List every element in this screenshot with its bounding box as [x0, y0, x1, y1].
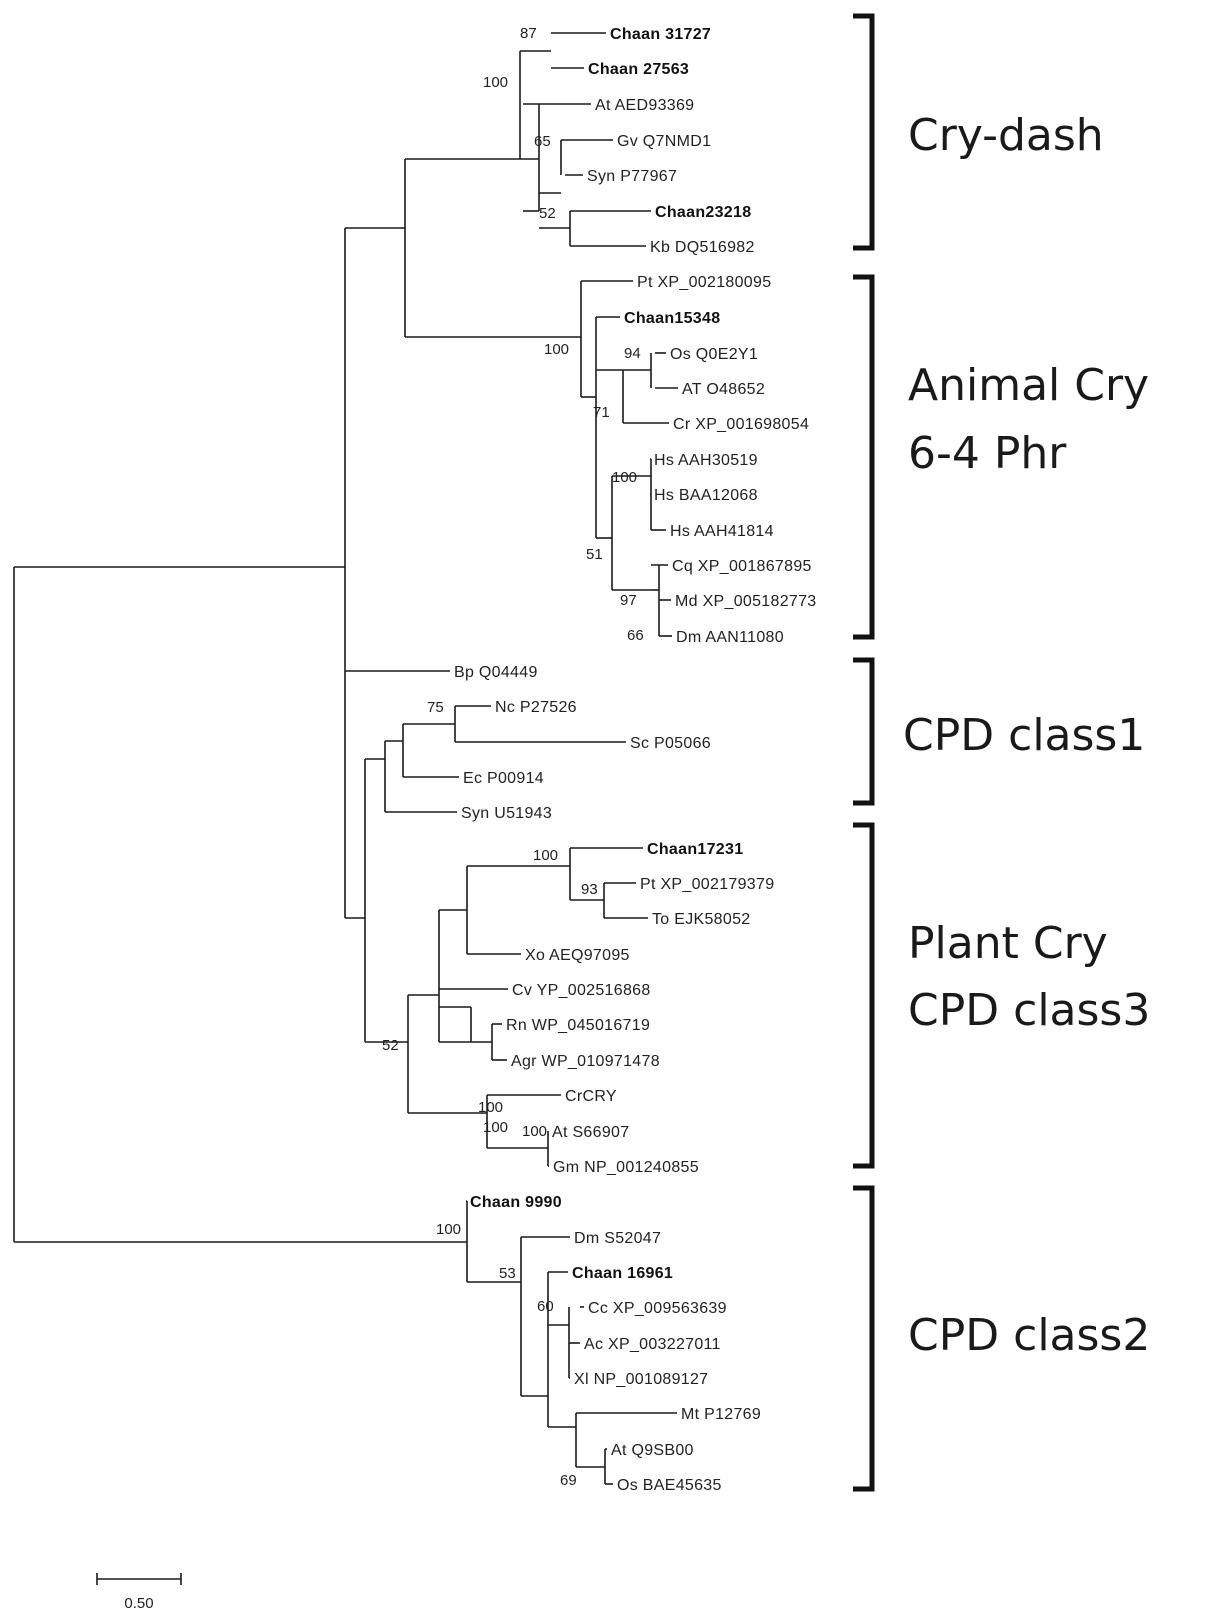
taxon-label: Ec P00914 — [463, 770, 544, 787]
taxon-label: Cr XP_001698054 — [673, 416, 809, 433]
taxon-label: AT O48652 — [682, 381, 765, 398]
clade-bracket — [853, 657, 875, 806]
clade-label: CPD class3 — [908, 985, 1150, 1036]
clade-label: CPD class1 — [903, 710, 1145, 761]
taxon-label: Gm NP_001240855 — [553, 1159, 699, 1176]
taxon-label: Sc P05066 — [630, 735, 711, 752]
taxon-label: Xo AEQ97095 — [525, 947, 630, 964]
bootstrap-value: 52 — [539, 205, 556, 222]
bootstrap-value: 94 — [624, 345, 641, 362]
bootstrap-value: 100 — [544, 341, 569, 358]
taxon-label: Chaan23218 — [655, 204, 751, 221]
taxon-label: Xl NP_001089127 — [574, 1371, 708, 1388]
taxon-label: Chaan17231 — [647, 841, 743, 858]
taxon-label: CrCRY — [565, 1088, 617, 1105]
taxon-label: Os Q0E2Y1 — [670, 346, 758, 363]
taxon-label: Syn U51943 — [461, 805, 552, 822]
bootstrap-values: 87 100 65 52 100 94 71 100 51 97 66 75 100 93 100 52 100… — [382, 25, 644, 1489]
clade-label: Plant Cry — [908, 918, 1108, 969]
clade-bracket — [853, 822, 875, 1169]
bootstrap-value: 69 — [560, 1472, 577, 1489]
bootstrap-value: 52 — [382, 1037, 399, 1054]
scale-bar-label: 0.50 — [124, 1595, 153, 1612]
taxon-label: Cq XP_001867895 — [672, 558, 812, 575]
taxon-label: Chaan 16961 — [572, 1265, 673, 1282]
taxon-label: Md XP_005182773 — [675, 593, 817, 610]
clade-label: 6-4 Phr — [908, 428, 1067, 479]
bootstrap-value: 53 — [499, 1265, 516, 1282]
taxon-label: Mt P12769 — [681, 1406, 761, 1423]
taxon-label: Nc P27526 — [495, 699, 577, 716]
bootstrap-value: 51 — [586, 546, 603, 563]
taxon-label: Syn P77967 — [587, 168, 677, 185]
bootstrap-value: 100 — [483, 1119, 508, 1136]
bootstrap-value: 66 — [627, 627, 644, 644]
bootstrap-value: 100 — [533, 847, 558, 864]
taxon-label: Ac XP_003227011 — [584, 1336, 721, 1353]
bootstrap-value: 100 — [478, 1099, 503, 1116]
bootstrap-value: 60 — [537, 1298, 554, 1315]
bootstrap-value: 100 — [522, 1123, 547, 1140]
bootstrap-value: 100 — [483, 74, 508, 91]
taxon-label: Agr WP_010971478 — [511, 1053, 660, 1070]
taxon-label: Hs BAA12068 — [654, 487, 758, 504]
taxon-label: Rn WP_045016719 — [506, 1017, 650, 1034]
bootstrap-value: 100 — [612, 469, 637, 486]
taxon-label: Chaan15348 — [624, 310, 720, 327]
clade-label: Animal Cry — [908, 360, 1149, 411]
scale-bar: 0.50 — [96, 1573, 182, 1612]
clade-bracket — [853, 13, 875, 251]
taxon-label: At Q9SB00 — [611, 1442, 694, 1459]
bootstrap-value: 71 — [593, 404, 610, 421]
taxon-label: Hs AAH41814 — [670, 523, 774, 540]
bootstrap-value: 100 — [436, 1221, 461, 1238]
bootstrap-value: 93 — [581, 881, 598, 898]
taxon-label: Cv YP_002516868 — [512, 982, 651, 999]
taxon-label: At AED93369 — [595, 97, 694, 114]
taxon-label: Hs AAH30519 — [654, 452, 758, 469]
clade-label: CPD class2 — [908, 1310, 1150, 1361]
tree-branches — [13, 32, 678, 1485]
taxon-label: Bp Q04449 — [454, 664, 538, 681]
bootstrap-value: 75 — [427, 699, 444, 716]
taxon-label: Pt XP_002180095 — [637, 274, 771, 291]
clade-bracket — [853, 274, 875, 640]
taxon-label: Dm S52047 — [574, 1230, 661, 1247]
taxon-label: Chaan 31727 — [610, 26, 711, 43]
bootstrap-value: 97 — [620, 592, 637, 609]
bootstrap-value: 87 — [520, 25, 537, 42]
taxon-label: To EJK58052 — [652, 911, 750, 928]
taxon-label: Chaan 27563 — [588, 61, 689, 78]
bootstrap-value: 65 — [534, 133, 551, 150]
taxon-label: Dm AAN11080 — [676, 629, 784, 646]
taxon-label: Os BAE45635 — [617, 1477, 722, 1494]
taxon-label: Chaan 9990 — [470, 1194, 562, 1211]
clade-label: Cry-dash — [908, 110, 1104, 161]
taxon-label: Cc XP_009563639 — [588, 1300, 727, 1317]
taxon-label: At S66907 — [552, 1124, 629, 1141]
taxon-label: Pt XP_002179379 — [640, 876, 774, 893]
taxon-label: Gv Q7NMD1 — [617, 133, 711, 150]
taxon-label: Kb DQ516982 — [650, 239, 755, 256]
clade-bracket — [853, 1185, 875, 1492]
